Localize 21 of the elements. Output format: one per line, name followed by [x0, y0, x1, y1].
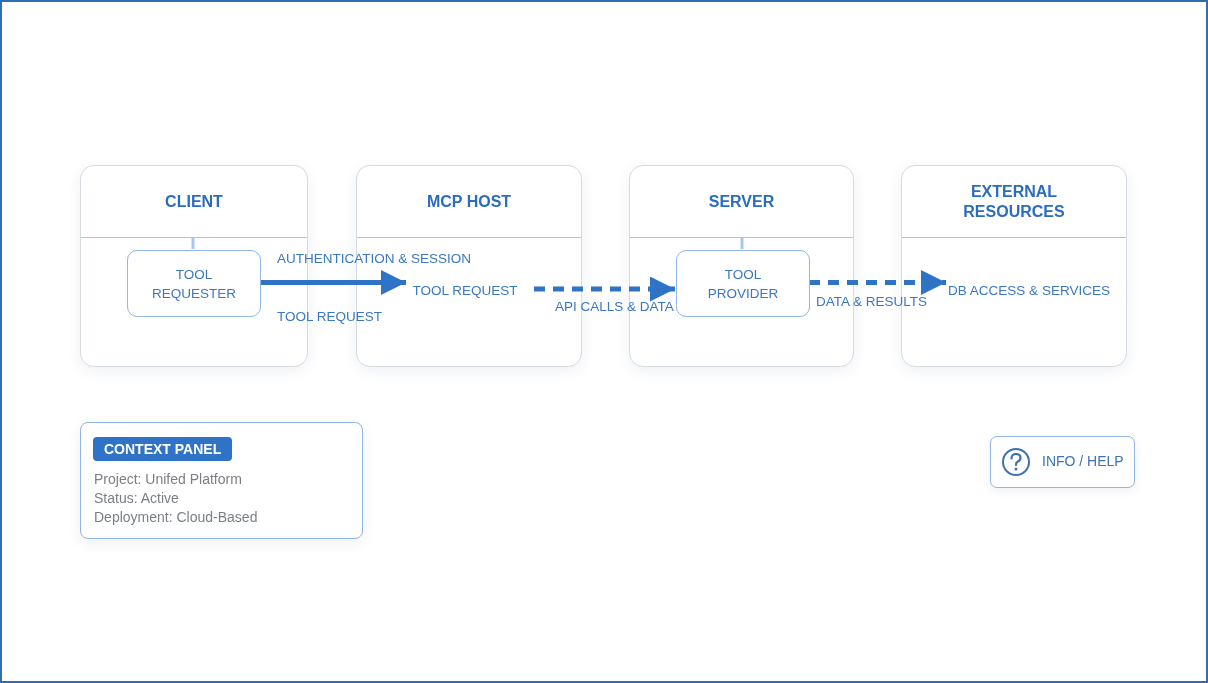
- panel-heading: SERVER: [708, 191, 775, 212]
- info-line: Deployment: Cloud-Based: [94, 509, 258, 525]
- info-line: Project: Unifed Platform: [94, 471, 242, 487]
- edge-label: DATA & RESULTS: [815, 293, 929, 309]
- panel-heading: CLIENT: [165, 191, 223, 212]
- edge-label: AUTHENTICATION & SESSION: [276, 250, 473, 266]
- context-panel: [80, 422, 363, 539]
- help-box: [990, 436, 1135, 488]
- process-box: TOOL REQUESTER: [127, 250, 261, 317]
- edge-label: API CALLS & DATA: [554, 299, 675, 314]
- panel-heading: EXTERNAL RESOURCES: [962, 181, 1066, 222]
- process-box: TOOL PROVIDER: [676, 250, 810, 317]
- arrow: [534, 276, 675, 302]
- help-label: INFO / HELP: [1042, 453, 1124, 469]
- panel-title-badge: CONTEXT PANEL: [93, 437, 233, 461]
- panel-heading: MCP HOST: [426, 191, 512, 212]
- group-panel: [629, 165, 854, 367]
- arrow: [809, 270, 946, 295]
- arrow: [260, 270, 406, 295]
- flow-label: TOOL REQUEST: [276, 309, 384, 324]
- info-line: Status: Active: [94, 490, 179, 506]
